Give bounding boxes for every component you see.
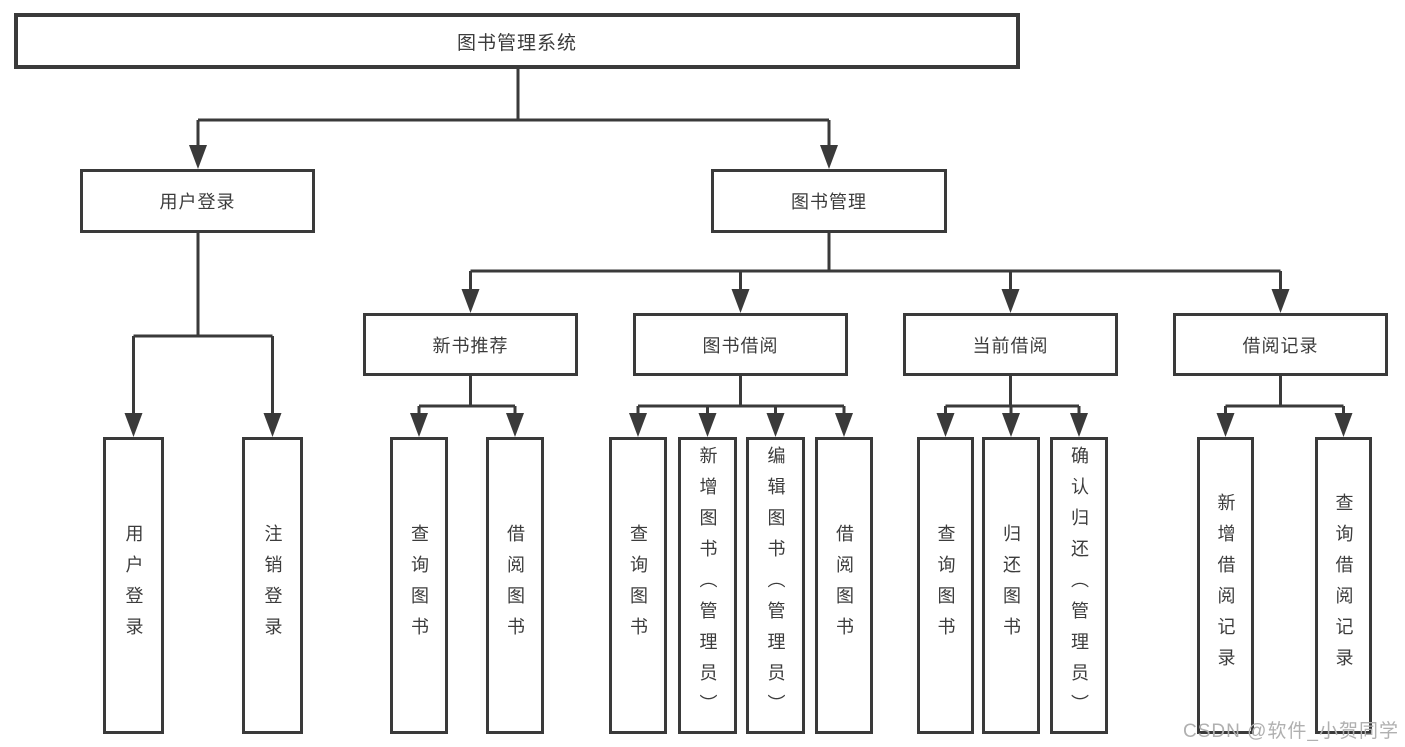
node-label: 查询图书 <box>409 523 429 648</box>
node-label: 查询图书 <box>628 523 648 648</box>
leaf-borrow-books-recommend: 借阅图书 <box>486 437 544 734</box>
node-user-login-branch: 用户登录 <box>80 169 315 233</box>
connector-root-to-level2 <box>189 68 838 169</box>
leaf-add-book-admin: 新增图书（管理员） <box>678 437 737 734</box>
leaf-logout: 注销登录 <box>242 437 303 734</box>
node-label: 用户登录 <box>159 192 236 212</box>
leaf-user-login: 用户登录 <box>103 437 164 734</box>
leaf-add-borrow-record: 新增借阅记录 <box>1197 437 1254 734</box>
leaf-query-books-borrowing: 查询图书 <box>609 437 667 734</box>
node-label: 借阅图书 <box>834 523 854 648</box>
node-label: 图书管理 <box>791 192 867 212</box>
connector-current-borrowing-branch <box>936 376 1088 437</box>
node-label: 查询借阅记录 <box>1333 492 1354 679</box>
connector-new-book-recommend-branch <box>410 376 524 437</box>
node-label: 编辑图书（管理员） <box>765 446 786 725</box>
leaf-edit-book-admin: 编辑图书（管理员） <box>746 437 805 734</box>
node-label: 借阅图书 <box>505 523 525 648</box>
leaf-confirm-return-admin: 确认归还（管理员） <box>1050 437 1108 734</box>
node-label: 新增图书（管理员） <box>697 446 718 725</box>
node-label: 注销登录 <box>262 523 283 648</box>
leaf-query-books-recommend: 查询图书 <box>390 437 448 734</box>
node-book-management: 图书管理 <box>711 169 947 233</box>
connector-book-borrowing-branch <box>629 376 853 437</box>
leaf-query-borrow-record: 查询借阅记录 <box>1315 437 1372 734</box>
node-label: 确认归还（管理员） <box>1069 446 1089 725</box>
node-current-borrowing: 当前借阅 <box>903 313 1118 376</box>
leaf-return-book: 归还图书 <box>982 437 1040 734</box>
node-label: 查询图书 <box>935 523 956 648</box>
node-book-borrowing: 图书借阅 <box>633 313 848 376</box>
node-label: 图书管理系统 <box>456 32 577 54</box>
node-label: 借阅记录 <box>1242 335 1319 356</box>
connector-book-management-branch <box>461 233 1290 313</box>
leaf-query-books-current: 查询图书 <box>917 437 974 734</box>
connector-borrowing-records-branch <box>1216 376 1353 437</box>
connector-user-login-branch <box>124 233 282 437</box>
node-label: 图书借阅 <box>702 335 779 356</box>
node-label: 当前借阅 <box>972 335 1049 356</box>
node-new-book-recommend: 新书推荐 <box>363 313 578 376</box>
node-borrowing-records: 借阅记录 <box>1173 313 1388 376</box>
node-label: 新书推荐 <box>432 335 509 356</box>
node-label: 用户登录 <box>123 523 144 648</box>
node-root-library-system: 图书管理系统 <box>14 13 1020 69</box>
leaf-borrow-books: 借阅图书 <box>815 437 873 734</box>
csdn-watermark: CSDN @软件_小贺同学 <box>1183 721 1399 742</box>
node-label: 归还图书 <box>1001 523 1021 648</box>
node-label: 新增借阅记录 <box>1215 492 1236 679</box>
